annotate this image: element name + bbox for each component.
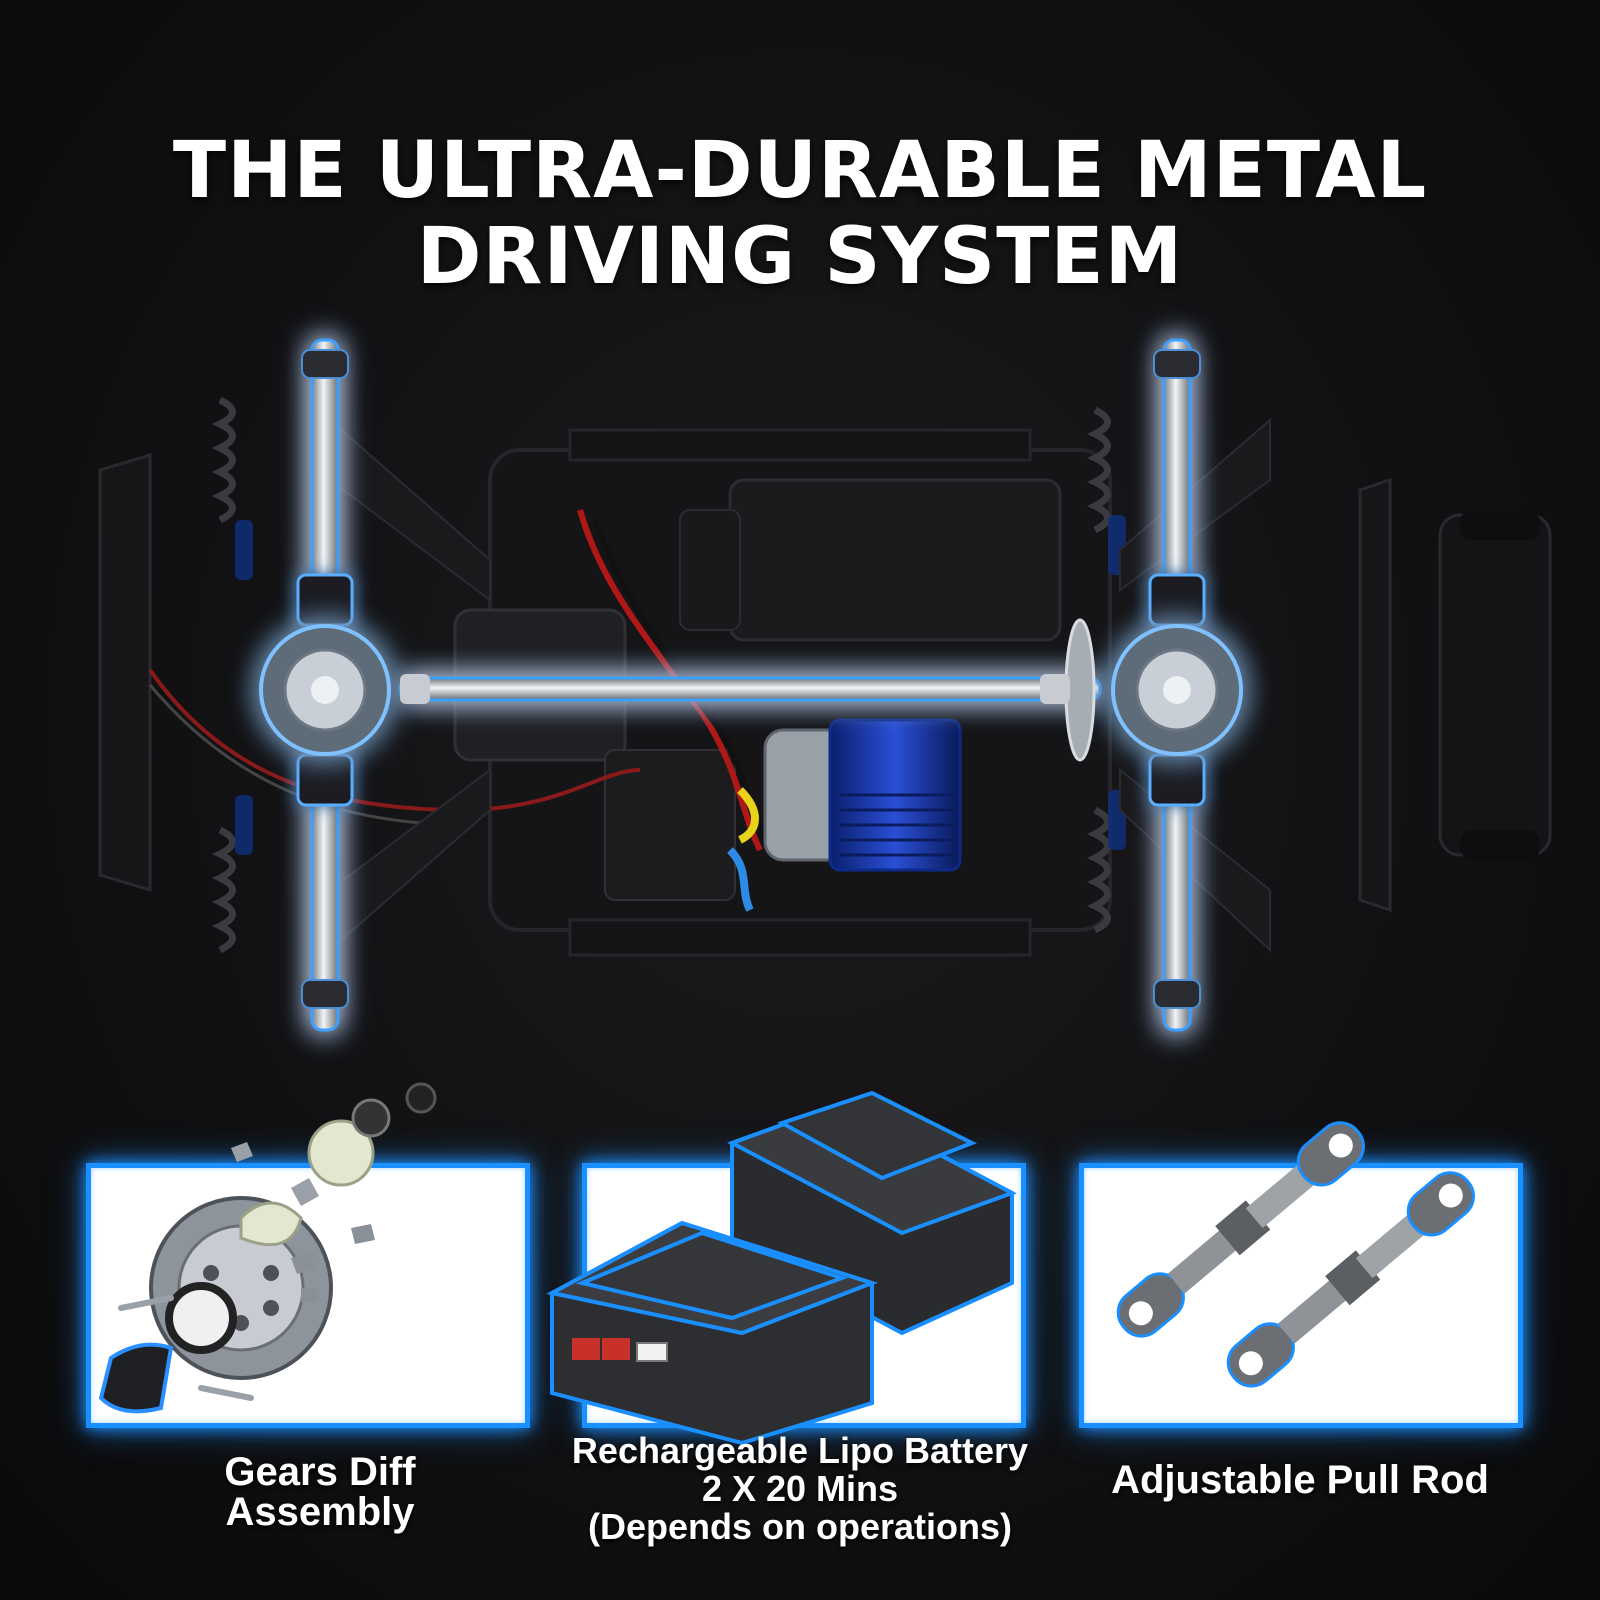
headline: THE ULTRA-DURABLE METAL DRIVING SYSTEM [0, 128, 1600, 300]
front-right-shock [211, 826, 236, 954]
front-left-shock [211, 396, 236, 524]
caption-line: 2 X 20 Mins [701, 1468, 899, 1509]
esc-box [604, 749, 736, 901]
battery-bay [728, 478, 1062, 642]
chassis-illustration [98, 338, 1552, 1032]
caption-line: Rechargeable Lipo Battery [571, 1430, 1029, 1471]
pull-rod-icon [1116, 1121, 1475, 1388]
front-bumper [98, 452, 152, 893]
rear-left-shock [1086, 406, 1111, 534]
caption-line: Assembly [225, 1490, 415, 1534]
battery-caption: Rechargeable Lipo Battery 2 X 20 Mins (D… [540, 1432, 1060, 1546]
battery-panel [546, 1090, 1026, 1446]
gears-diff-panel [86, 1082, 530, 1428]
caption-line: (Depends on operations) [587, 1506, 1013, 1547]
pull-rod-caption: Adjustable Pull Rod [1080, 1458, 1520, 1502]
pull-rod-panel [1079, 1121, 1523, 1428]
center-driveshaft [398, 676, 1102, 702]
rear-hitch [1438, 513, 1552, 857]
differential-gears-icon [98, 1082, 437, 1414]
headline-line-2: DRIVING SYSTEM [416, 212, 1184, 302]
caption-line: Gears Diff [224, 1450, 416, 1494]
caption-line: Adjustable Pull Rod [1111, 1458, 1489, 1502]
rear-right-shock [1086, 806, 1111, 934]
headline-line-1: THE ULTRA-DURABLE METAL [172, 126, 1428, 216]
rear-bumper [1358, 477, 1392, 913]
spur-gear [1064, 618, 1096, 762]
battery-pack-icon [546, 1090, 1017, 1446]
gears-diff-caption: Gears Diff Assembly [140, 1452, 500, 1532]
